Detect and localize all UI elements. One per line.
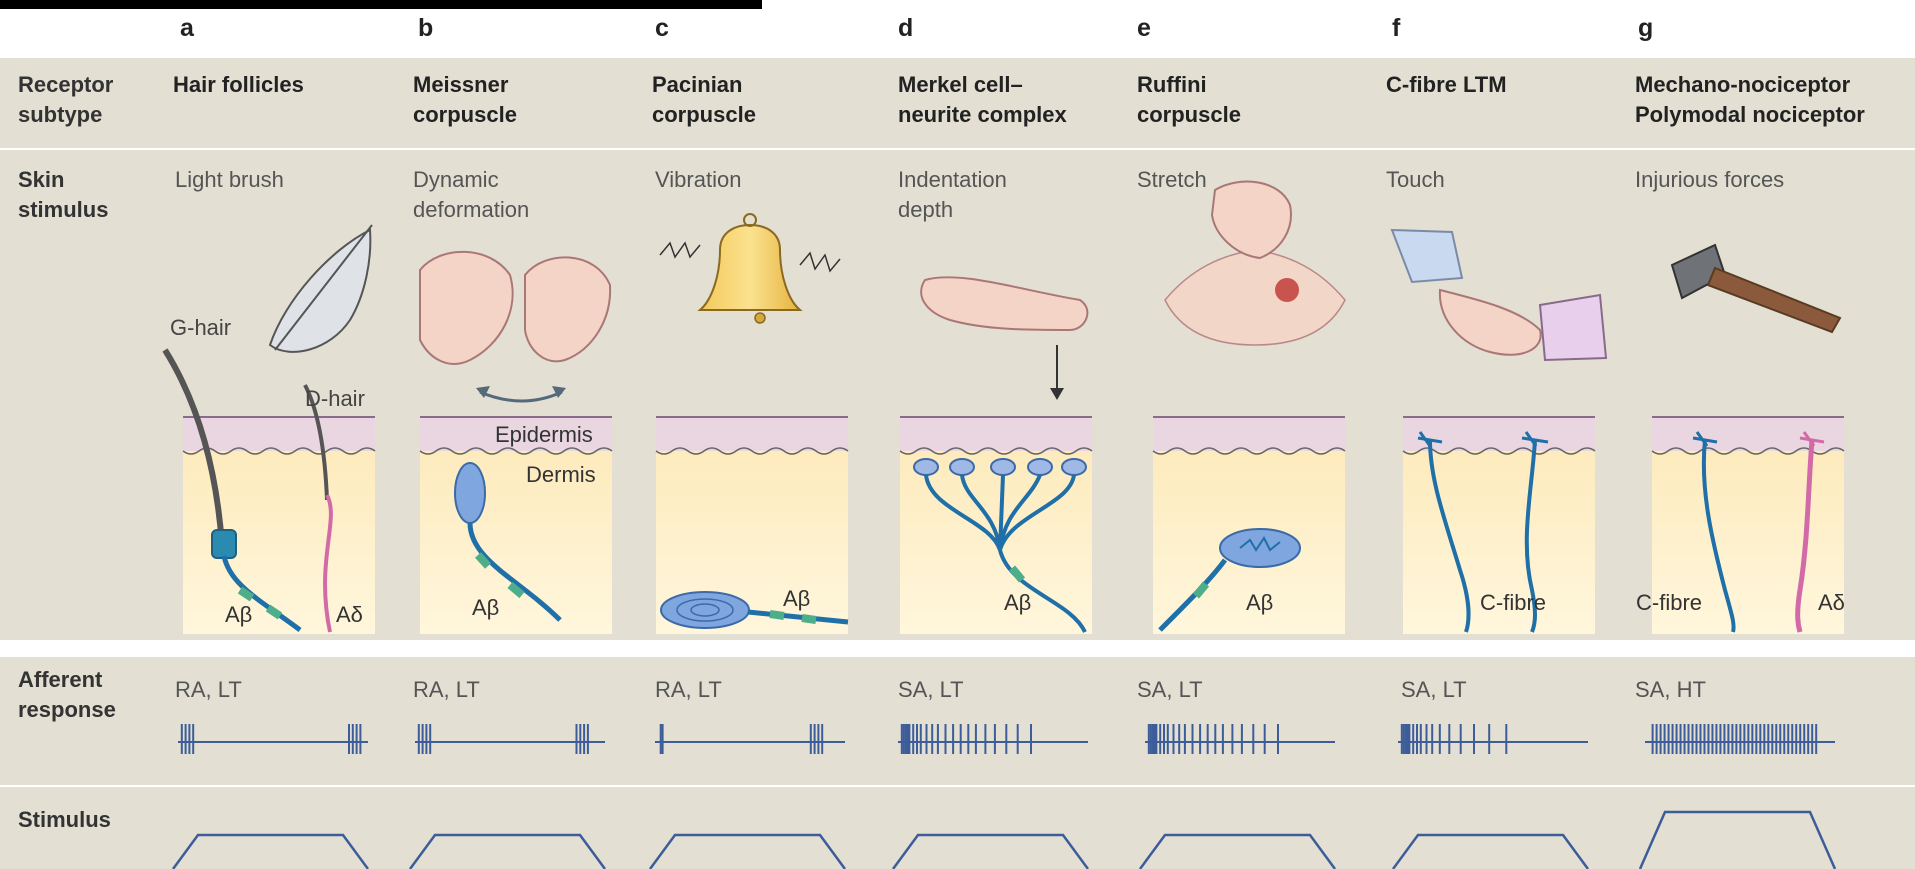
fibre-label-a-beta-b: Aβ (472, 595, 499, 620)
pacinian-corpuscle (661, 592, 749, 628)
skin-panel-b (420, 417, 612, 634)
fibre-label-a-delta: Aδ (336, 602, 363, 627)
stimulus-traces (173, 812, 1835, 869)
hammer-icon (1672, 245, 1840, 332)
handshake-icon (1392, 230, 1606, 360)
fibre-label-c-fibre-f: C-fibre (1480, 590, 1546, 615)
bell-icon (660, 214, 840, 323)
pinching-skin-icon (1165, 182, 1345, 345)
hands-icon (420, 252, 610, 401)
fibre-label-a-delta-g: Aδ (1818, 590, 1845, 615)
stimulus-trace (1393, 835, 1588, 869)
fibre-label-a-beta-e: Aβ (1246, 590, 1273, 615)
meissner-corpuscle (455, 463, 485, 523)
stimulus-trace (173, 835, 368, 869)
stimulus-trace (1640, 812, 1835, 869)
stimulus-trace (410, 835, 605, 869)
epidermis-label: Epidermis (495, 422, 593, 447)
hand-pressing-icon (921, 277, 1087, 400)
d-hair-label: D-hair (305, 386, 365, 411)
skin-panel-d (900, 417, 1092, 634)
fibre-label-a-beta: Aβ (225, 602, 252, 627)
g-hair-label: G-hair (170, 315, 231, 340)
stimulus-trace (650, 835, 845, 869)
g-hair-follicle (212, 530, 236, 558)
fibre-label-a-beta-c: Aβ (783, 586, 810, 611)
fibre-label-c-fibre-g: C-fibre (1636, 590, 1702, 615)
feather-icon (270, 225, 372, 352)
fibre-label-a-beta-d: Aβ (1004, 590, 1031, 615)
ruffini-corpuscle (1220, 529, 1300, 567)
stimulus-trace (893, 835, 1088, 869)
stimulus-trace (1140, 835, 1335, 869)
spike-traces (178, 724, 1835, 754)
dermis-label: Dermis (526, 462, 596, 487)
